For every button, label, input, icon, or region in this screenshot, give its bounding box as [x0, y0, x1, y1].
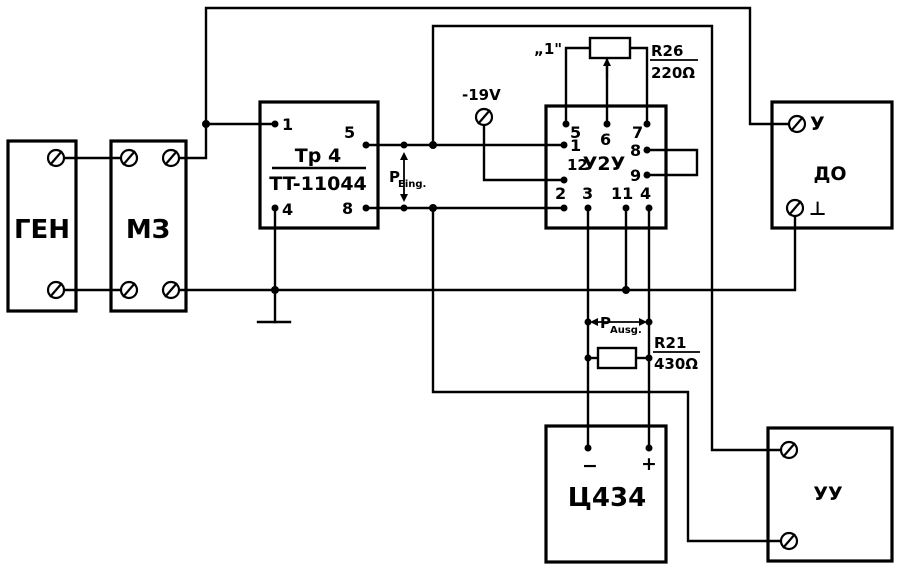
gen-block [6, 139, 78, 313]
tr-pin-1: 1 [282, 115, 293, 134]
mz-label: МЗ [126, 215, 170, 245]
ic-pin-1: 1 [570, 136, 581, 155]
p-eing-subscript: Eing. [398, 179, 426, 190]
ic-label: У2У [583, 153, 626, 175]
ic-pin-7: 7 [632, 123, 643, 142]
do-terminal-ground [785, 198, 805, 218]
do-block [770, 100, 894, 230]
supply-terminal [474, 107, 494, 127]
uu-label: УУ [813, 483, 843, 505]
do-terminal-y [787, 114, 807, 134]
mz-terminal-out-top [161, 148, 181, 168]
transformer-block [258, 100, 380, 230]
tr-pin-5: 5 [344, 123, 355, 142]
ic-pin-5: 5 [570, 123, 581, 142]
transformer-name: Tp 4 [295, 145, 341, 167]
p-ausg-subscript: Ausg. [610, 325, 642, 336]
r26-name: R26 [651, 42, 683, 60]
p-ausg-label: P [600, 314, 611, 332]
tr-pin-4: 4 [282, 200, 293, 219]
mz-terminal-out-bottom [161, 280, 181, 300]
gen-label: ГЕН [14, 215, 70, 245]
transformer-type: TT-11044 [269, 173, 367, 195]
do-ground-symbol: ⊥ [809, 198, 826, 220]
mz-terminal-in-top [119, 148, 139, 168]
junction-dots [202, 120, 653, 452]
meter-block [544, 424, 668, 564]
ic-pin-11: 11 [611, 184, 633, 203]
supply-voltage-label: -19V [462, 86, 501, 104]
do-y-label: У [810, 113, 825, 135]
do-label: ДО [813, 163, 846, 185]
r26-resistor-body [588, 36, 632, 60]
ic-pin-2: 2 [555, 184, 566, 203]
meter-minus-label: − [582, 455, 598, 477]
ic-pin-4: 4 [640, 184, 651, 203]
r21-resistor-body [596, 346, 638, 370]
meter-label: Ц434 [568, 483, 646, 513]
tr-pin-8: 8 [342, 199, 353, 218]
mz-terminal-in-bottom [119, 280, 139, 300]
uu-terminal-bottom [779, 531, 799, 551]
ic-pin-8: 8 [630, 141, 641, 160]
r21-value: 430Ω [654, 355, 698, 373]
mz-block [109, 139, 188, 313]
meter-plus-label: + [641, 453, 657, 475]
ic-pin-6: 6 [600, 130, 611, 149]
r21-name: R21 [654, 334, 686, 352]
wiring [54, 6, 797, 543]
uu-terminal-top [779, 440, 799, 460]
gen-terminal-bottom [46, 280, 66, 300]
gen-terminal-top [46, 148, 66, 168]
pot-position-label: „1" [534, 40, 562, 58]
uu-block [766, 426, 894, 563]
ic-pin-9: 9 [630, 166, 641, 185]
r26-value: 220Ω [651, 64, 695, 82]
p-eing-label: P [389, 168, 400, 186]
ic-pin-12: 12 [567, 156, 588, 174]
ic-pin-3: 3 [582, 184, 593, 203]
